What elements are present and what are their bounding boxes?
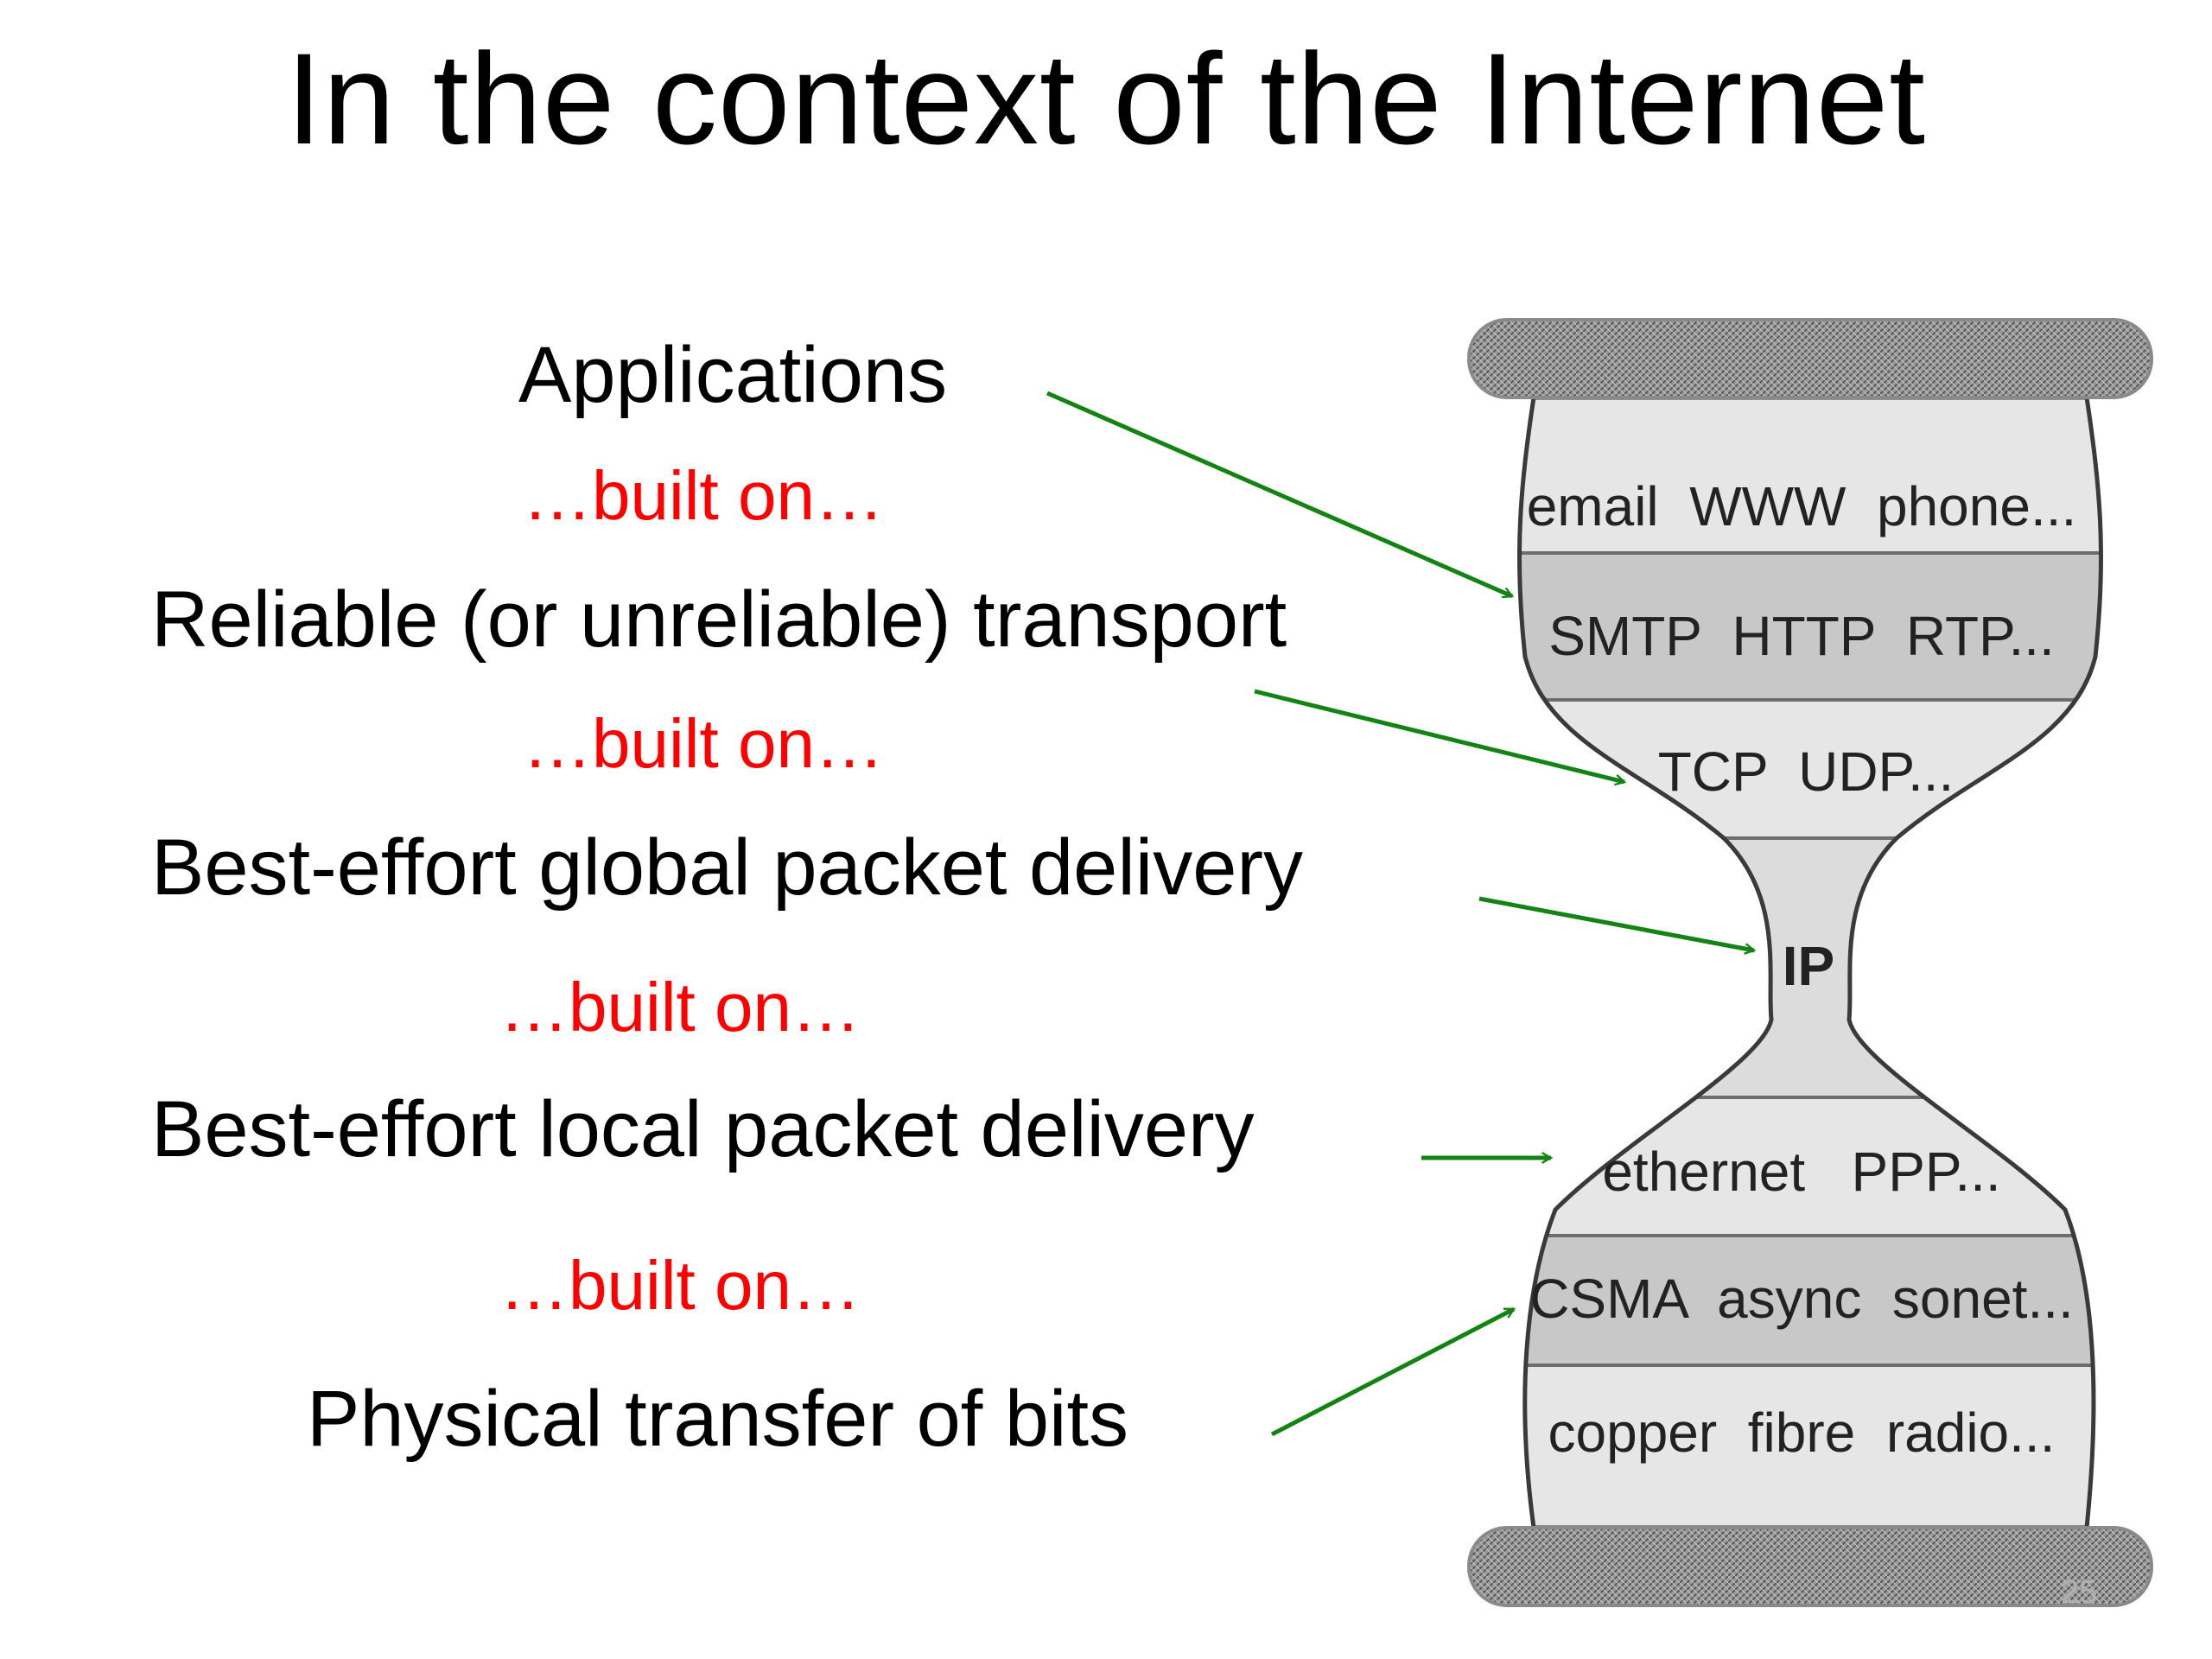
built-on-text-1: …built on… — [523, 457, 884, 534]
arrow-physical — [1270, 1306, 1514, 1437]
layer-text-mac: CSMA async sonet... — [1529, 1268, 2074, 1330]
label-physical: Physical transfer of bits — [307, 1375, 1129, 1463]
label-local-delivery: Best-effort local packet delivery — [151, 1085, 1255, 1173]
slide-title: In the context of the Internet — [286, 26, 1926, 171]
arrow-applications — [1046, 391, 1512, 596]
label-applications: Applications — [518, 331, 948, 419]
layer-band-mac — [1519, 1236, 2101, 1365]
layer-band-physical — [1519, 1365, 2101, 1528]
layer-text-physical: copper fibre radio... — [1548, 1402, 2056, 1464]
layer-text-applications: email WWW phone... — [1527, 475, 2077, 537]
layer-band-app-protocols — [1519, 553, 2101, 700]
layer-text-link: ethernet PPP... — [1602, 1141, 2000, 1203]
built-on-text-3: …built on… — [499, 969, 861, 1046]
layer-band-applications — [1519, 397, 2101, 553]
label-global-delivery: Best-effort global packet delivery — [151, 823, 1304, 912]
hourglass-top-cap — [1467, 318, 2153, 399]
arrow-global-delivery — [1478, 896, 1754, 950]
arrow-transport — [1254, 689, 1624, 782]
layer-text-ip: IP — [1783, 935, 1834, 997]
hourglass-bottom-cap — [1467, 1526, 2153, 1607]
built-on-text-4: …built on… — [499, 1247, 861, 1324]
slide-number: 25 — [2061, 1574, 2098, 1611]
layer-text-transport: TCP UDP... — [1658, 741, 1955, 803]
built-on-text-2: …built on… — [523, 705, 884, 782]
label-transport: Reliable (or unreliable) transport — [151, 575, 1287, 664]
layer-text-app-protocols: SMTP HTTP RTP... — [1548, 605, 2055, 667]
